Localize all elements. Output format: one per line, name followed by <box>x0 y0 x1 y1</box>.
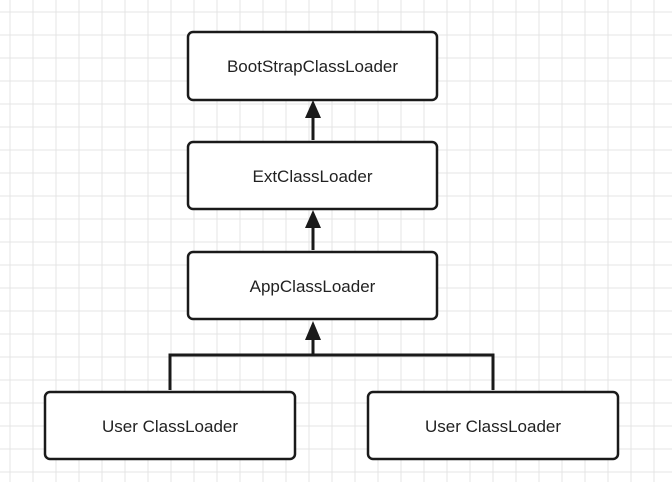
arrowhead-ext <box>305 210 321 228</box>
node-user-left: User ClassLoader <box>43 390 297 461</box>
connectors <box>168 100 495 390</box>
node-label-user-right: User ClassLoader <box>425 417 561 436</box>
node-box <box>43 390 297 461</box>
arrowhead-app <box>305 321 321 340</box>
node-label-user-left: User ClassLoader <box>102 417 238 436</box>
node-box <box>366 390 620 461</box>
node-box <box>186 30 439 102</box>
node-ext: ExtClassLoader <box>186 140 439 211</box>
node-user-right: User ClassLoader <box>366 390 620 461</box>
edge-user-left-to-app <box>168 340 315 390</box>
node-bootstrap: BootStrapClassLoader <box>186 30 439 102</box>
node-box <box>186 140 439 211</box>
node-label-app: AppClassLoader <box>250 277 376 296</box>
node-label-ext: ExtClassLoader <box>252 167 372 186</box>
node-box <box>186 250 439 321</box>
edge-user-right-to-app <box>313 353 495 390</box>
node-app: AppClassLoader <box>186 250 439 321</box>
arrowhead-bootstrap <box>305 100 321 118</box>
node-label-bootstrap: BootStrapClassLoader <box>227 57 398 76</box>
